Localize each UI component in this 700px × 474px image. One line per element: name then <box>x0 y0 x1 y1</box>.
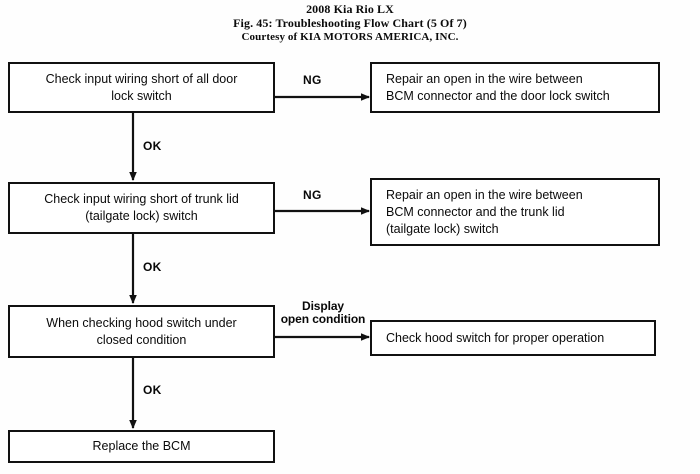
header-courtesy-line: Courtesy of KIA MOTORS AMERICA, INC. <box>241 31 459 43</box>
edge-label-ng-1: NG <box>303 73 322 87</box>
header-vehicle-title: 2008 Kia Rio LX <box>306 2 394 16</box>
node-check-hood-switch-label: When checking hood switch under closed c… <box>46 315 237 347</box>
edge-label-display-open-condition: Display open condition <box>280 299 366 326</box>
node-check-trunk-lid-label: Check input wiring short of trunk lid (t… <box>44 192 239 223</box>
node-repair-trunk-lid[interactable]: Repair an open in the wire between BCM c… <box>370 178 660 246</box>
edge-label-ok-3: OK <box>143 383 162 397</box>
node-check-hood-switch[interactable]: When checking hood switch under closed c… <box>8 305 275 358</box>
edge-label-ok-2: OK <box>143 260 162 274</box>
edge-label-ng-2: NG <box>303 188 322 202</box>
node-repair-trunk-lid-label: Repair an open in the wire between BCM c… <box>386 187 583 236</box>
node-check-hood-operation-label: Check hood switch for proper operation <box>386 330 605 345</box>
node-replace-bcm-label: Replace the BCM <box>92 439 191 453</box>
node-check-door-lock-label: Check input wiring short of all door loc… <box>45 71 238 103</box>
node-replace-bcm[interactable]: Replace the BCM <box>8 430 275 463</box>
node-repair-door-lock[interactable]: Repair an open in the wire between BCM c… <box>370 62 660 113</box>
node-check-door-lock[interactable]: Check input wiring short of all door loc… <box>8 62 275 113</box>
node-check-hood-operation[interactable]: Check hood switch for proper operation <box>370 320 656 356</box>
edge-label-ok-1: OK <box>143 139 162 153</box>
header-figure-title: Fig. 45: Troubleshooting Flow Chart (5 O… <box>233 16 467 30</box>
node-check-trunk-lid[interactable]: Check input wiring short of trunk lid (t… <box>8 182 275 234</box>
page-header: 2008 Kia Rio LX Fig. 45: Troubleshooting… <box>0 0 700 44</box>
node-repair-door-lock-label: Repair an open in the wire between BCM c… <box>386 71 610 103</box>
